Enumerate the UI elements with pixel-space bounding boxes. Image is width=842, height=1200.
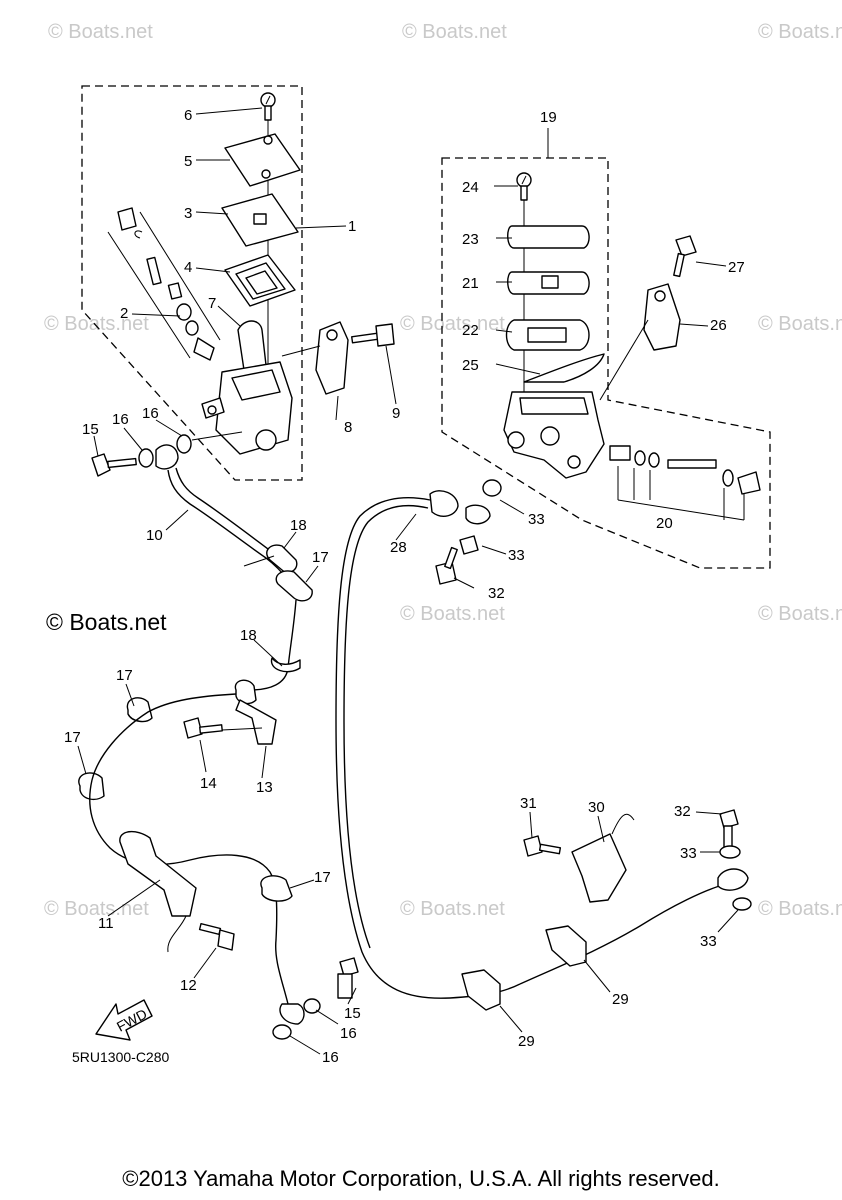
callout-16: 16 [322, 1049, 339, 1066]
callout-14: 14 [200, 775, 217, 792]
brake-hose-upper [167, 469, 289, 581]
callout-17: 17 [312, 549, 329, 566]
bolt-9 [351, 323, 395, 347]
watermark: © Boats.net [758, 313, 842, 335]
callout-23: 23 [462, 231, 479, 248]
callout-24: 24 [462, 179, 479, 196]
assembly-outline-right [441, 157, 771, 569]
callout-16: 16 [340, 1025, 357, 1042]
watermark: © Boats.net [758, 21, 842, 43]
callout-12: 12 [180, 977, 197, 994]
hose-clamp-29-b [545, 925, 587, 967]
callout-18: 18 [290, 517, 307, 534]
brake-hose-upper-b [175, 467, 273, 553]
callout-15: 15 [82, 421, 99, 438]
callout-8: 8 [344, 419, 352, 436]
watermark: © Boats.net [48, 21, 153, 43]
clamp-bracket-26 [599, 283, 681, 401]
callout-27: 27 [728, 259, 745, 276]
bolt-31 [523, 835, 562, 857]
watermark: © Boats.net [400, 898, 505, 920]
callout-21: 21 [462, 275, 479, 292]
bolt-27 [673, 235, 697, 278]
bolt-12 [198, 922, 235, 951]
callout-33: 33 [508, 547, 525, 564]
callout-9: 9 [392, 405, 400, 422]
callout-16: 16 [112, 411, 129, 428]
leader-lines [77, 107, 739, 1055]
hose-clamp-17-mid [234, 679, 277, 745]
callout-10: 10 [146, 527, 163, 544]
callout-29: 29 [612, 991, 629, 1008]
left-master-cylinder [107, 92, 301, 455]
callout-4: 4 [184, 259, 192, 276]
right-master-cylinder [503, 172, 761, 521]
callout-19: 19 [540, 109, 557, 126]
watermark: © Boats.net [44, 313, 149, 335]
callout-5: 5 [184, 153, 192, 170]
callout-18: 18 [240, 627, 257, 644]
callout-17: 17 [314, 869, 331, 886]
brake-hose-long [335, 497, 521, 999]
brake-hose-long-b [343, 505, 429, 949]
hose-clamp-17-left [78, 697, 153, 801]
callout-11: 11 [98, 915, 114, 932]
callout-7: 7 [208, 295, 216, 312]
diagram-code: 5RU1300-C280 [72, 1049, 169, 1065]
banjo-fitting-28 [429, 479, 502, 585]
watermark: © Boats.net [758, 898, 842, 920]
watermark: © Boats.net [400, 603, 505, 625]
banjo-fitting-upper [91, 431, 243, 477]
hose-clamp-29-a [461, 969, 501, 1011]
callout-31: 31 [520, 795, 537, 812]
callout-32: 32 [674, 803, 691, 820]
callouts: 1 2 3 4 5 6 7 8 9 10 11 12 13 14 15 16 1… [64, 107, 745, 1066]
callout-26: 26 [710, 317, 727, 334]
callout-33: 33 [680, 845, 697, 862]
callout-2: 2 [120, 305, 128, 322]
watermark: © Boats.net [758, 603, 842, 625]
callout-33: 33 [700, 933, 717, 950]
callout-13: 13 [256, 779, 273, 796]
banjo-fitting-right-lower [717, 809, 752, 911]
watermark-large: © Boats.net [46, 609, 167, 635]
callout-22: 22 [462, 322, 479, 339]
callout-15: 15 [344, 1005, 361, 1022]
callout-28: 28 [390, 539, 407, 556]
watermark: © Boats.net [400, 313, 505, 335]
callout-32: 32 [488, 585, 505, 602]
bolt-14 [183, 717, 263, 739]
brake-hose-right-lower [519, 883, 727, 985]
callout-3: 3 [184, 205, 192, 222]
callout-33: 33 [528, 511, 545, 528]
callout-1: 1 [348, 218, 356, 235]
callout-17: 17 [64, 729, 81, 746]
callout-16: 16 [142, 405, 159, 422]
assembly-outline-left [81, 85, 303, 481]
fwd-arrow-icon: FWD [95, 999, 153, 1041]
brake-hose-mid [249, 599, 297, 691]
hose-clamp-upper [243, 544, 313, 602]
clamp-bracket-8 [281, 321, 349, 395]
bracket-11 [119, 831, 197, 953]
callout-20: 20 [656, 515, 673, 532]
hose-clamp-17-lower [260, 875, 293, 902]
watermark: © Boats.net [402, 21, 507, 43]
copyright-notice: ©2013 Yamaha Motor Corporation, U.S.A. A… [122, 1166, 720, 1191]
bracket-30 [571, 813, 635, 903]
callout-30: 30 [588, 799, 605, 816]
callout-25: 25 [462, 357, 479, 374]
callout-29: 29 [518, 1033, 535, 1050]
callout-17: 17 [116, 667, 133, 684]
banjo-fitting-lower [272, 957, 359, 1040]
callout-6: 6 [184, 107, 192, 124]
watermark: © Boats.net [44, 898, 149, 920]
